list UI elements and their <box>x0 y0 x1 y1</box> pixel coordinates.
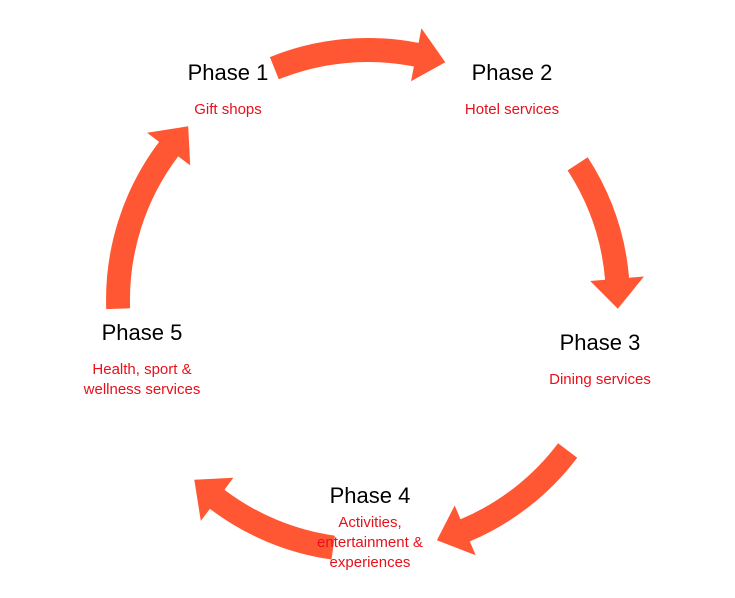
phase-1-node: Phase 1 Gift shops <box>168 60 288 120</box>
phase-4-description: Activities, entertainment & experiences <box>317 514 423 571</box>
phase-2-node: Phase 2 Hotel services <box>452 60 572 120</box>
arrow-2-to-3-icon <box>567 157 644 309</box>
phase-3-title: Phase 3 <box>559 330 641 355</box>
arrow-3-to-4-icon <box>436 443 578 556</box>
phase-5-node: Phase 5 Health, sport & wellness service… <box>62 320 222 400</box>
phase-2-title: Phase 2 <box>471 60 553 85</box>
arrow-4-to-5-icon <box>194 477 335 560</box>
phase-5-description: Health, sport & wellness services <box>83 361 201 398</box>
phase-5-title: Phase 5 <box>101 320 183 345</box>
arrow-1-to-2-icon <box>269 28 446 82</box>
phase-2-description: Hotel services <box>464 101 560 118</box>
phase-1-title: Phase 1 <box>187 60 269 85</box>
phase-4-title: Phase 4 <box>329 483 411 508</box>
phase-3-description: Dining services <box>549 371 651 388</box>
arrow-5-to-1-icon <box>106 126 191 310</box>
phase-4-node: Phase 4 Activities, entertainment & expe… <box>290 483 450 573</box>
phase-3-node: Phase 3 Dining services <box>520 330 680 390</box>
phase-1-description: Gift shops <box>194 101 262 118</box>
